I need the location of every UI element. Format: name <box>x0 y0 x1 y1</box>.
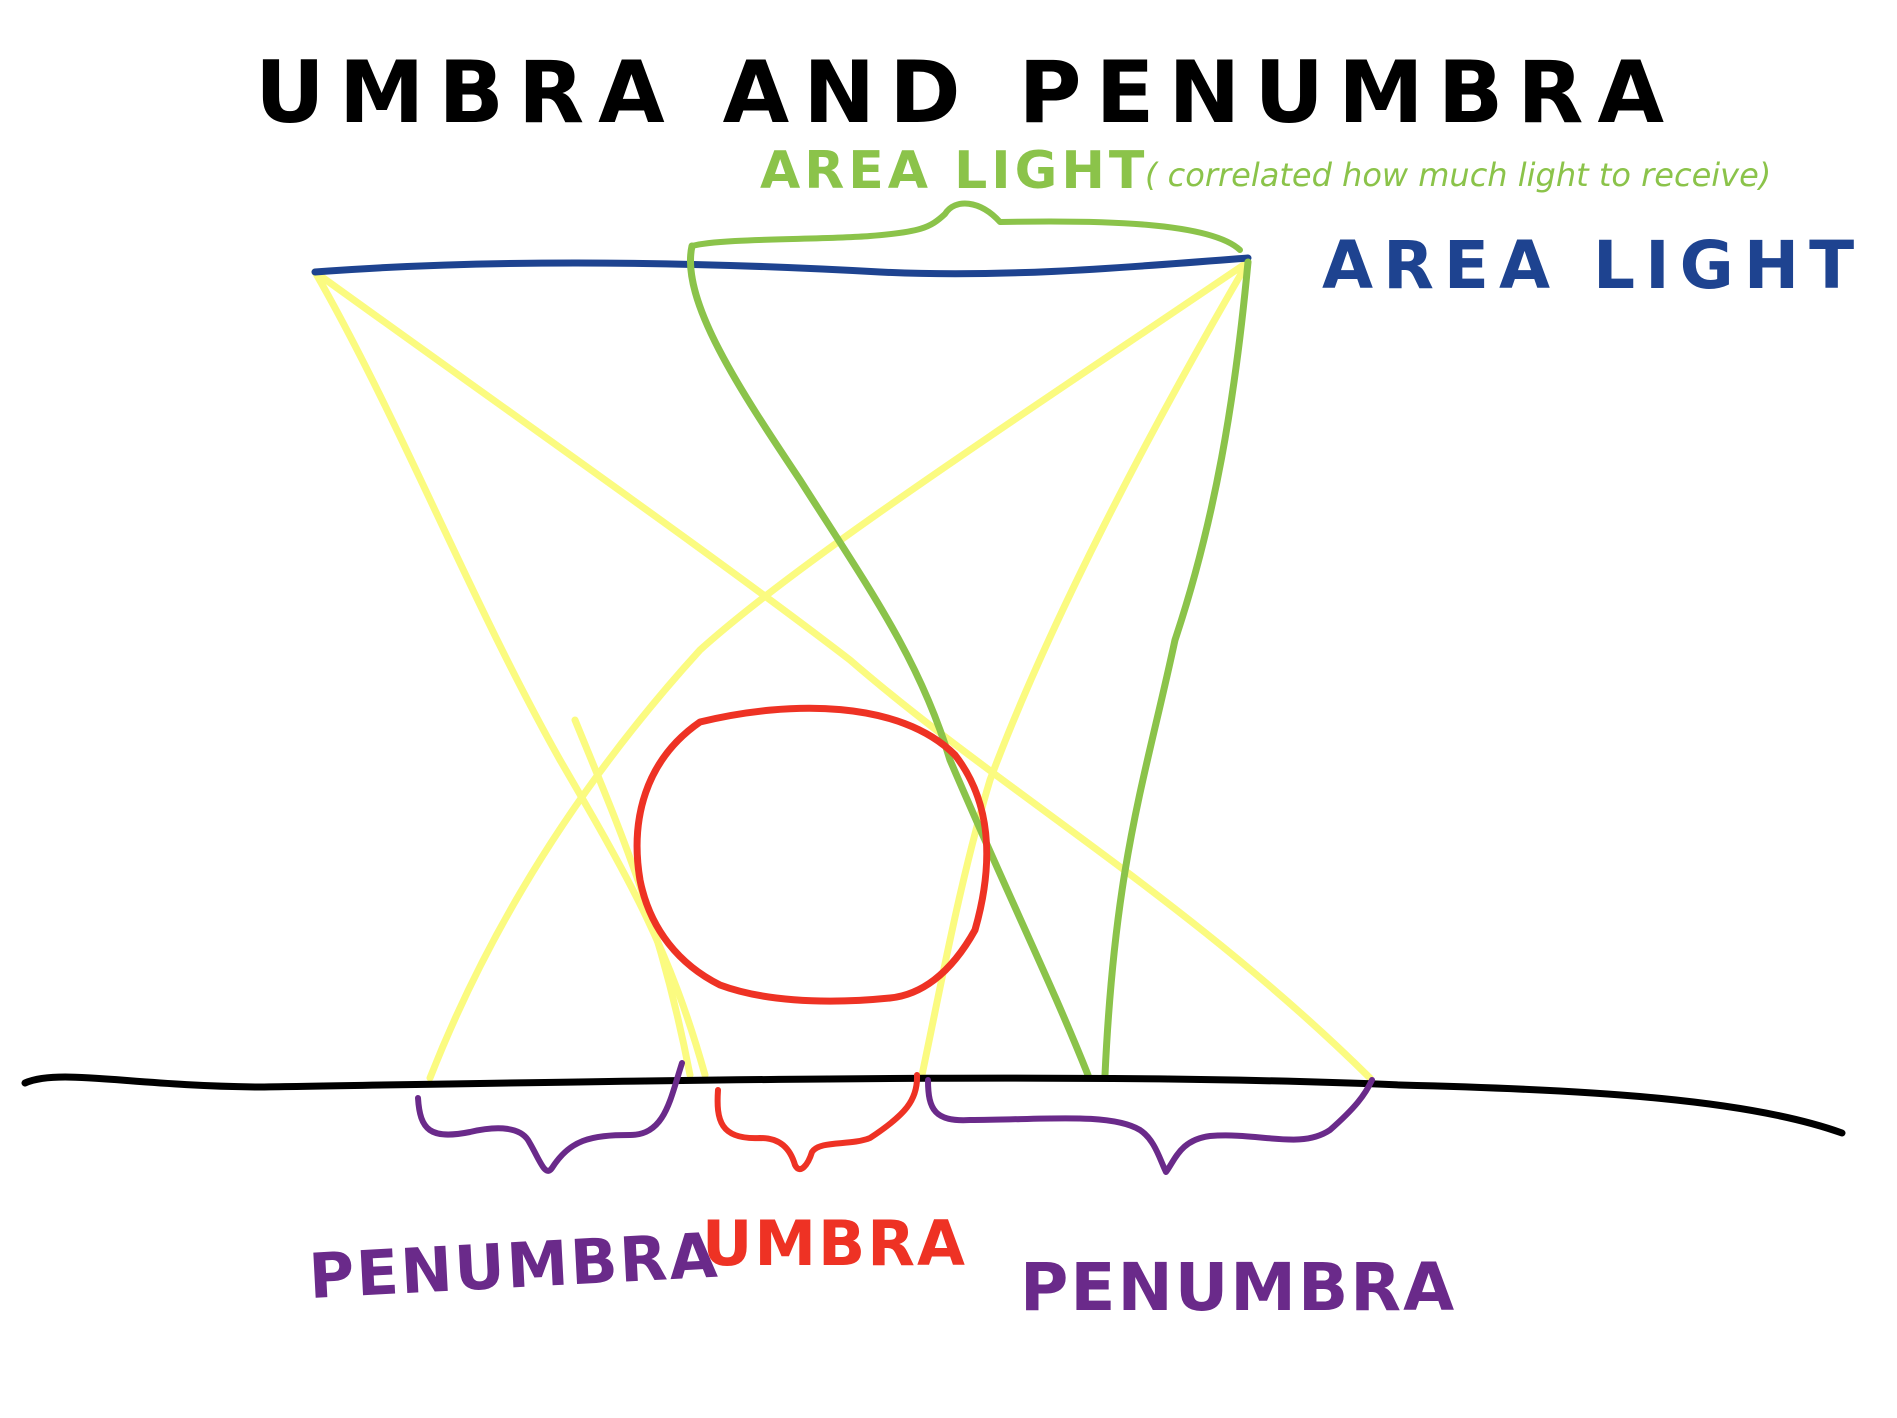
green-line-right <box>1101 258 1252 1079</box>
ray-left-to-umbra-left <box>311 268 709 1079</box>
umbra-brace <box>714 1072 921 1172</box>
occluder-circle <box>633 704 991 1005</box>
green-line-left <box>687 242 1092 1079</box>
ray-right-to-left-ground <box>426 258 1252 1082</box>
penumbra-left-label: PENUMBRA <box>307 1219 721 1313</box>
ground-line <box>21 1073 1846 1137</box>
penumbra-right-brace <box>925 1077 1375 1175</box>
light-rays <box>311 258 1374 1082</box>
area-light-line <box>311 254 1252 278</box>
penumbra-left-brace <box>415 1060 685 1174</box>
area-light-label-blue: AREA LIGHT <box>1322 227 1864 304</box>
umbra-label: UMBRA <box>702 1207 967 1280</box>
ray-right-to-umbra-right <box>918 258 1252 1079</box>
area-light-note: ( correlated how much light to receive) <box>1145 156 1771 194</box>
area-light-brace <box>689 200 1243 253</box>
ray-inner-left <box>571 716 694 1079</box>
diagram-title: UMBRA AND PENUMBRA <box>255 43 1678 143</box>
ray-left-to-right-ground <box>311 268 1374 1082</box>
penumbra-right-label: PENUMBRA <box>1020 1249 1456 1326</box>
area-light-label-green: AREA LIGHT <box>760 141 1148 201</box>
